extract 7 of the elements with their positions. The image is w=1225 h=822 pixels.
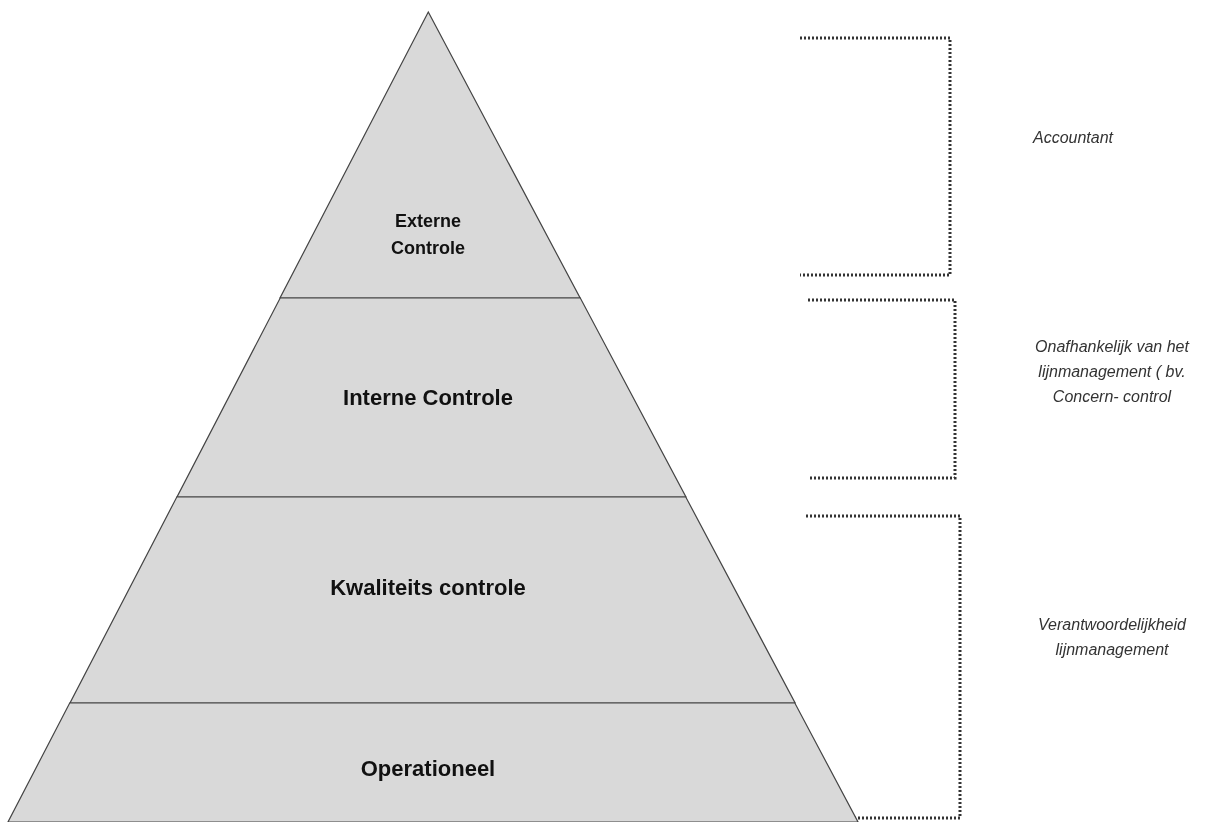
responsibility-note: Accountant bbox=[1031, 127, 1115, 148]
responsibility-note: Verantwoordelijkheid lijnmanagement bbox=[1037, 615, 1188, 660]
responsibility-note: Onafhankelijk van het lijnmanagement ( bv. Concern- control bbox=[1034, 336, 1191, 407]
level-label: Kwaliteits controle bbox=[329, 573, 527, 602]
level-label: Operationeel bbox=[359, 754, 497, 783]
level-label: Externe Controle bbox=[390, 210, 466, 260]
level-label: Interne Controle bbox=[342, 383, 514, 412]
